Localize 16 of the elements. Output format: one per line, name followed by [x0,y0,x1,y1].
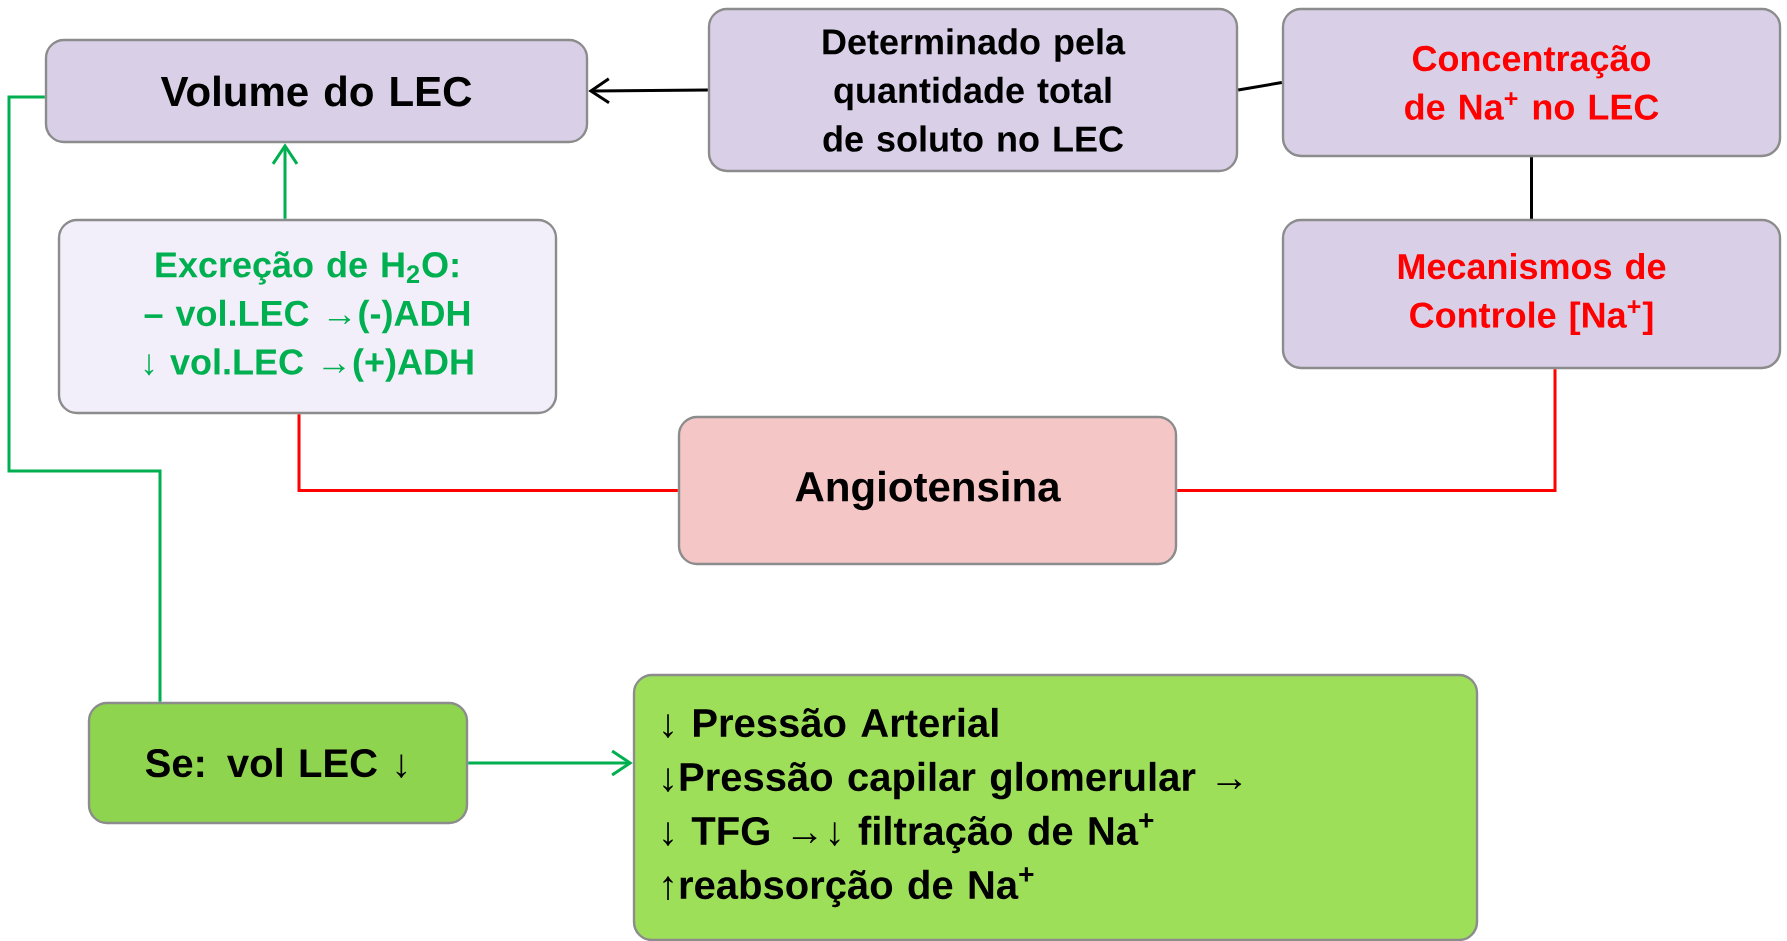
connector-line [297,414,678,492]
process-box: Se: vol LEC ↓ [87,701,469,825]
arrow [468,749,633,777]
connector-line [1237,81,1283,92]
process-box: Determinado pela quantidade total de soluto no LEC [707,7,1239,173]
process-box: Angiotensina [677,415,1178,566]
connector-line [1530,157,1533,219]
process-box: Mecanismos de Controle [Na$^{+}$] [1281,218,1782,370]
process-box: Volume do LEC [44,38,589,144]
process-box: Excreção de H$_{2}$O: – vol.LEC →(-)ADH ↓ vol.LEC →(+)ADH [57,218,558,415]
arrow [588,77,708,105]
process-box: Concentração de Na$^{+}$ no LEC [1281,7,1782,158]
connector-line [1177,369,1557,492]
connector-line [7,95,162,702]
process-box: ↓ Pressão Arterial ↓Pressão capilar glomerular → ↓ TFG →↓ filtração de Na$^{+}$ ↑reabsorção de Na$^{+}$ [632,673,1479,941]
arrow [271,143,299,219]
